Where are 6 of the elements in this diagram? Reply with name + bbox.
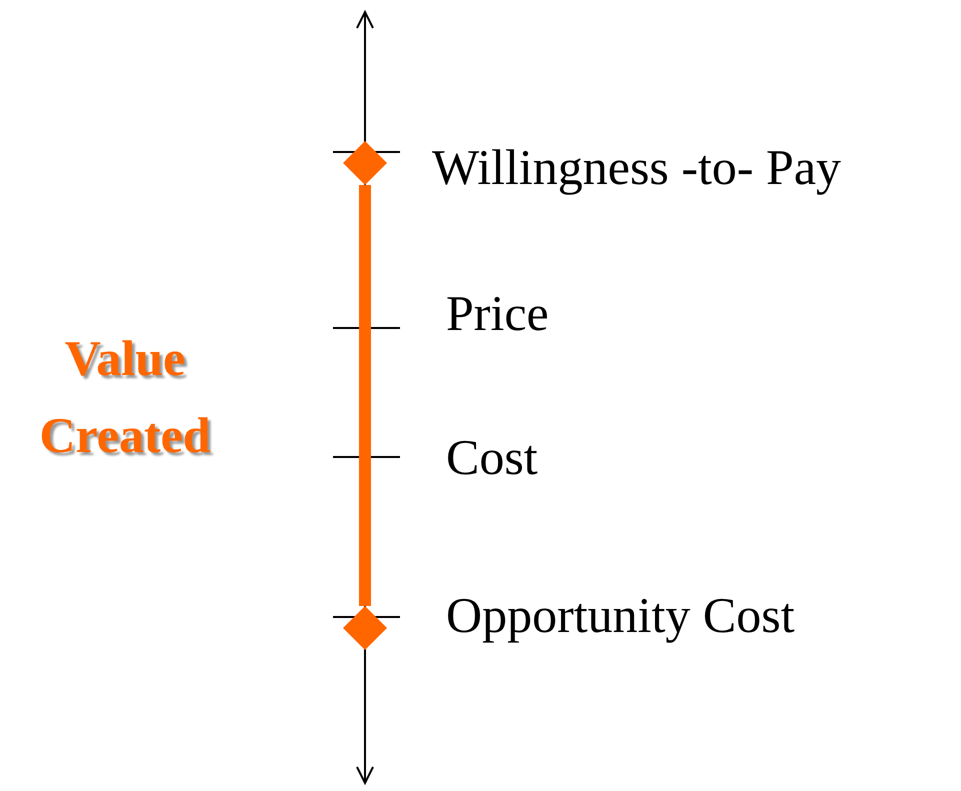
tick-label: Cost [446, 432, 538, 482]
diamond-marker [343, 141, 387, 185]
value-bar [359, 185, 371, 606]
axis-title: Value Created [38, 329, 212, 465]
diamond-marker [343, 606, 387, 650]
tick-label: Price [446, 288, 549, 338]
